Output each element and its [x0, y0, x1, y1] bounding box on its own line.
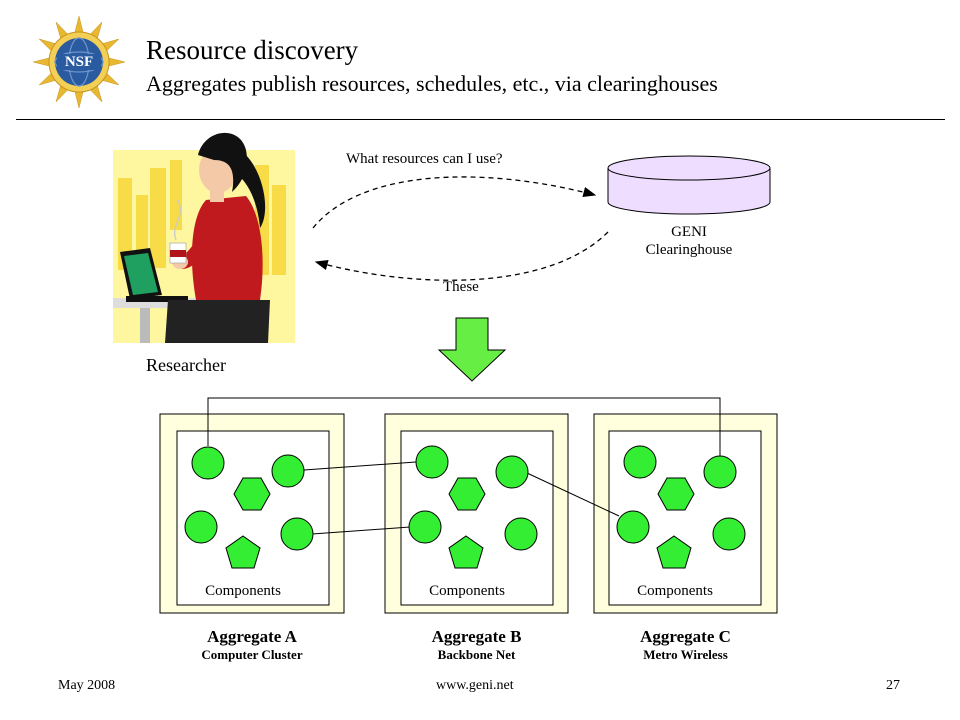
aggregate-a-caption: Aggregate A Computer Cluster — [160, 627, 344, 663]
big-down-arrow — [437, 317, 507, 382]
component-pentagon — [448, 535, 484, 569]
link-b-to-c — [526, 472, 620, 517]
nsf-logo — [32, 15, 126, 109]
request-arrow — [312, 176, 597, 229]
footer-page-number: 27 — [886, 678, 900, 693]
component-hexagon — [233, 477, 271, 511]
clearinghouse-label: GENI Clearinghouse — [609, 223, 769, 259]
request-label: What resources can I use? — [346, 151, 503, 167]
aggregate-c-type: Metro Wireless — [643, 647, 728, 662]
link-a-to-b-lower — [311, 526, 411, 535]
component-pentagon — [225, 535, 261, 569]
component-circle — [495, 455, 529, 489]
researcher-label: Researcher — [146, 355, 226, 375]
aggregate-b-name: Aggregate B — [431, 627, 522, 646]
clearinghouse-label-line2: Clearinghouse — [645, 242, 733, 258]
aggregate-b-type: Backbone Net — [437, 647, 516, 662]
component-circle — [703, 455, 737, 489]
page-subtitle: Aggregates publish resources, schedules,… — [146, 71, 718, 96]
aggregate-a-components-label: Components — [205, 583, 281, 599]
component-circle — [623, 445, 657, 479]
component-circle — [271, 454, 305, 488]
component-circle — [712, 517, 746, 551]
aggregate-b-components-label: Components — [429, 583, 505, 599]
component-hexagon — [657, 477, 695, 511]
component-circle — [184, 510, 218, 544]
aggregate-a-type: Computer Cluster — [201, 647, 303, 662]
response-arrow — [314, 231, 609, 281]
nsf-logo-text: NSF — [64, 54, 94, 70]
component-pentagon — [656, 535, 692, 569]
clearinghouse-database-icon — [607, 155, 771, 215]
link-a-to-b-upper — [303, 461, 417, 471]
component-circle — [504, 517, 538, 551]
aggregate-b-caption: Aggregate B Backbone Net — [385, 627, 568, 663]
link-a-to-c — [207, 397, 721, 456]
aggregate-b-box — [384, 413, 569, 614]
aggregate-a-box — [159, 413, 345, 614]
component-circle — [616, 510, 650, 544]
aggregate-c-components-label: Components — [637, 583, 713, 599]
researcher-illustration — [113, 132, 295, 343]
component-circle — [415, 445, 449, 479]
aggregate-c-caption: Aggregate C Metro Wireless — [594, 627, 777, 663]
footer-url[interactable]: www.geni.net — [436, 678, 514, 693]
component-circle — [280, 517, 314, 551]
page-title: Resource discovery — [146, 35, 359, 65]
component-circle — [408, 510, 442, 544]
title-divider — [16, 119, 945, 120]
response-label: These — [443, 279, 479, 295]
aggregate-c-name: Aggregate C — [640, 627, 731, 646]
component-links — [207, 397, 721, 535]
component-circle — [191, 446, 225, 480]
footer-date: May 2008 — [58, 678, 116, 693]
component-hexagon — [448, 477, 486, 511]
clearinghouse-label-line1: GENI — [671, 224, 707, 240]
aggregate-a-name: Aggregate A — [207, 627, 297, 646]
